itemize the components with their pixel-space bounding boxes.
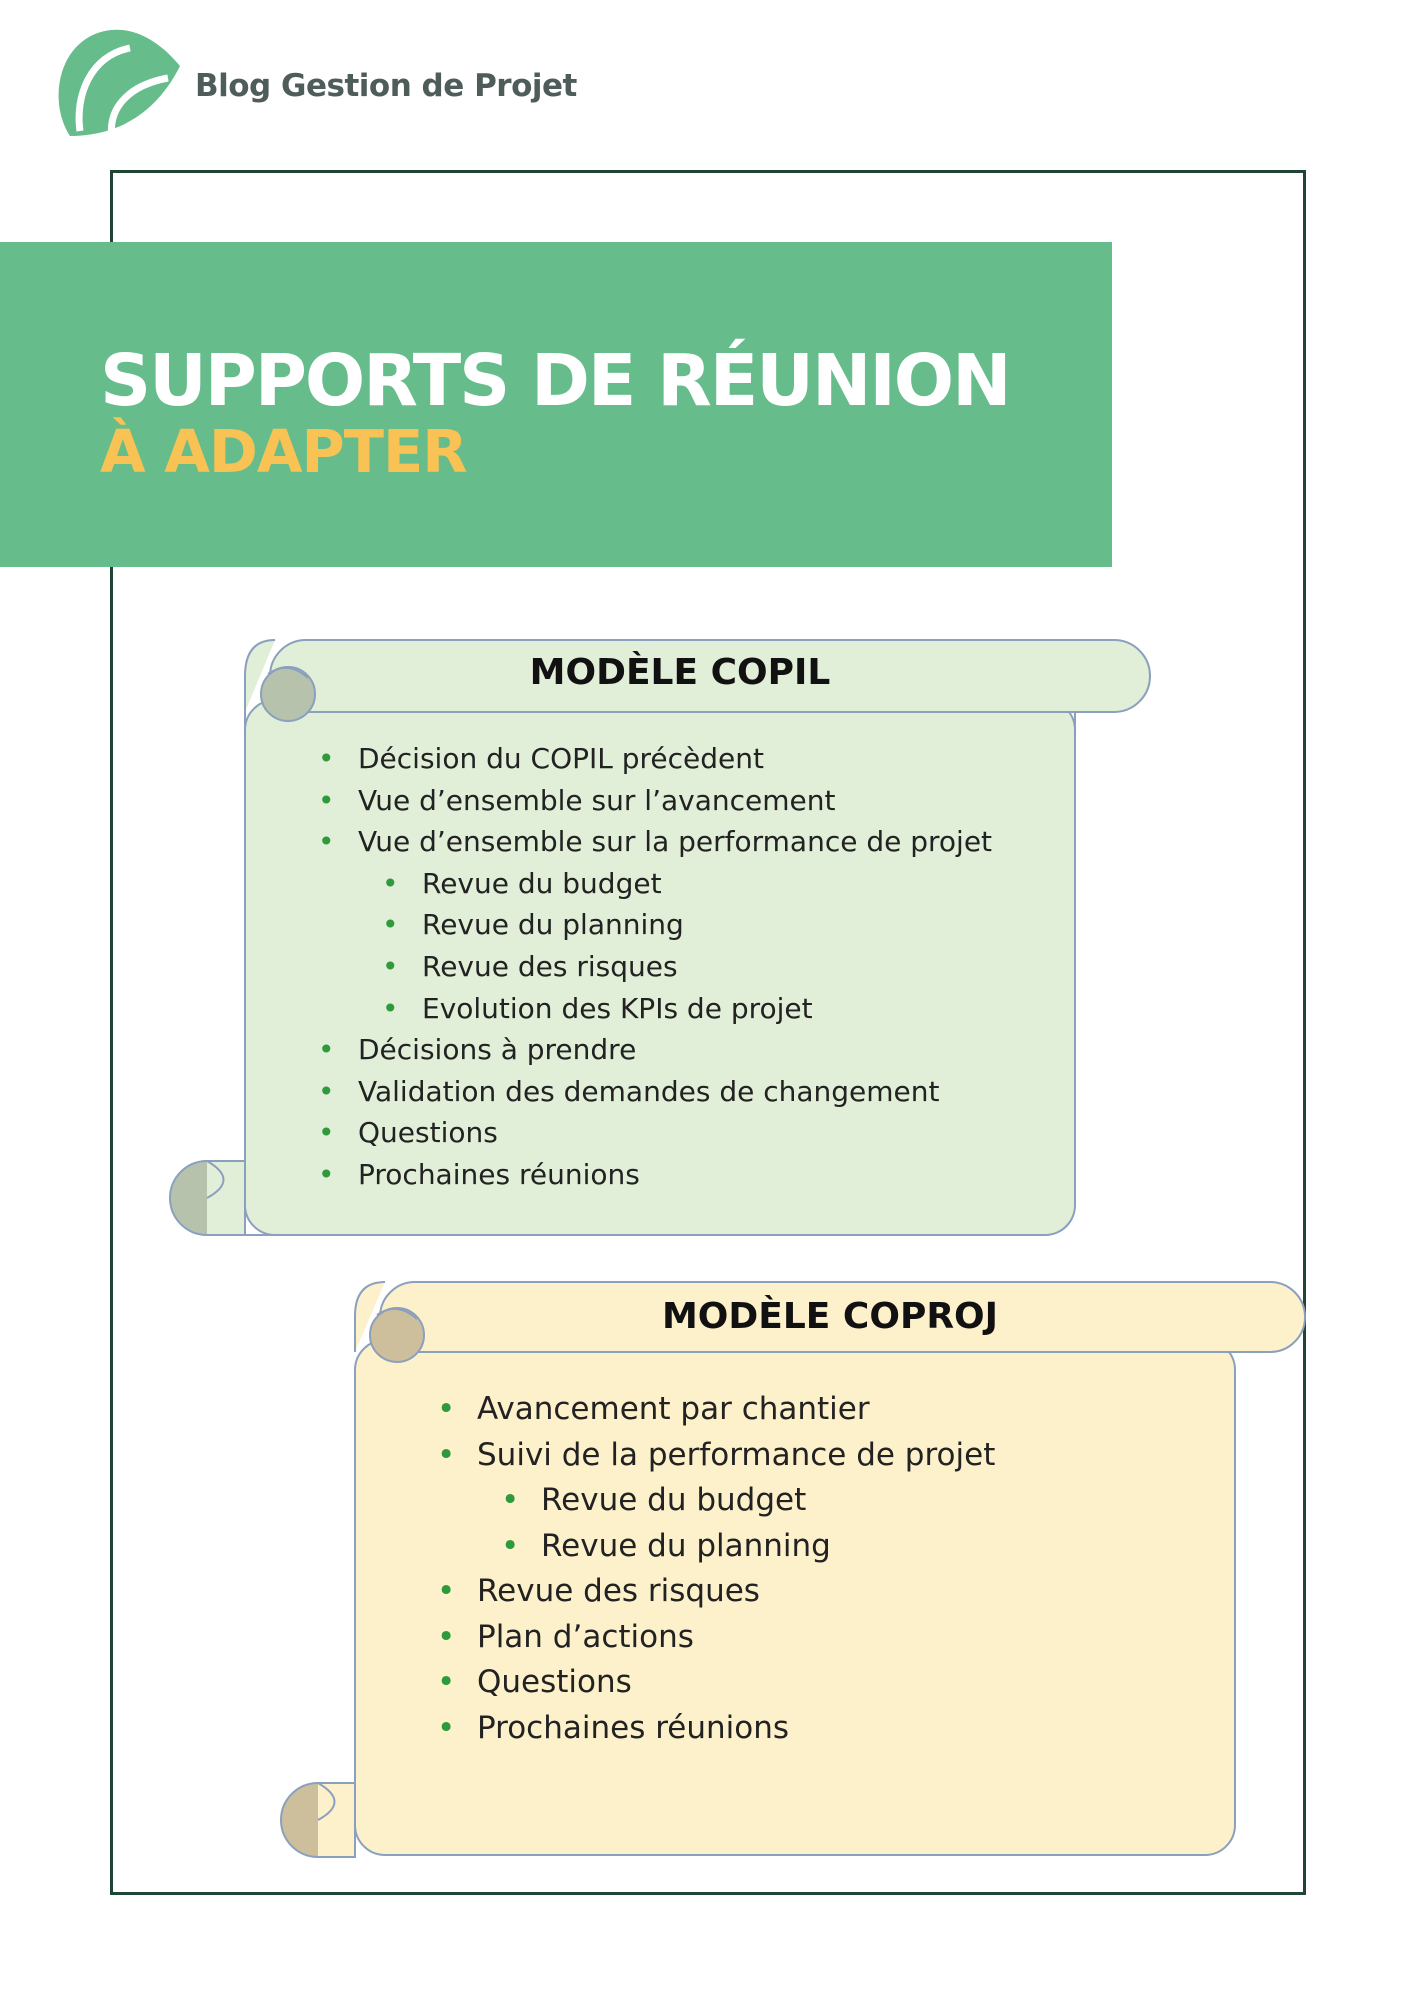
coproj-agenda-item: Revue des risques [437,1569,995,1615]
brand-logo: Blog Gestion de Projet [50,26,577,146]
copil-agenda-item: Revue des risques [382,946,992,988]
copil-agenda-item: Décision du COPIL précèdent [318,738,992,780]
page-title: SUPPORTS DE RÉUNION [100,339,1012,422]
coproj-agenda-item: Prochaines réunions [437,1706,995,1752]
copil-title: MODÈLE COPIL [529,652,831,693]
coproj-agenda-item: Plan d’actions [437,1615,995,1661]
copil-agenda-item: Vue d’ensemble sur l’avancement [318,780,992,822]
copil-agenda-item: Revue du planning [382,904,992,946]
coproj-agenda-item: Suivi de la performance de projet [437,1433,995,1479]
copil-agenda-item: Questions [318,1112,992,1154]
copil-agenda-item: Evolution des KPIs de projet [382,988,992,1030]
page-subtitle: À ADAPTER [100,417,468,486]
copil-agenda-item: Décisions à prendre [318,1029,992,1071]
copil-agenda-item: Vue d’ensemble sur la performance de pro… [318,821,992,863]
coproj-agenda-list: Avancement par chantierSuivi de la perfo… [437,1387,995,1752]
coproj-agenda-item: Questions [437,1660,995,1706]
leaf-logo-icon [58,29,181,139]
coproj-title: MODÈLE COPROJ [661,1296,999,1337]
title-banner [0,242,1112,567]
coproj-agenda-item: Avancement par chantier [437,1387,995,1433]
copil-agenda-item: Validation des demandes de changement [318,1071,992,1113]
copil-agenda-item: Prochaines réunions [318,1154,992,1196]
coproj-agenda-item: Revue du budget [501,1478,995,1524]
page-frame [110,170,1306,1895]
copil-agenda-list: Décision du COPIL précèdentVue d’ensembl… [318,738,992,1196]
copil-agenda-item: Revue du budget [382,863,992,905]
brand-name: Blog Gestion de Projet [195,68,577,104]
coproj-agenda-item: Revue du planning [501,1524,995,1570]
